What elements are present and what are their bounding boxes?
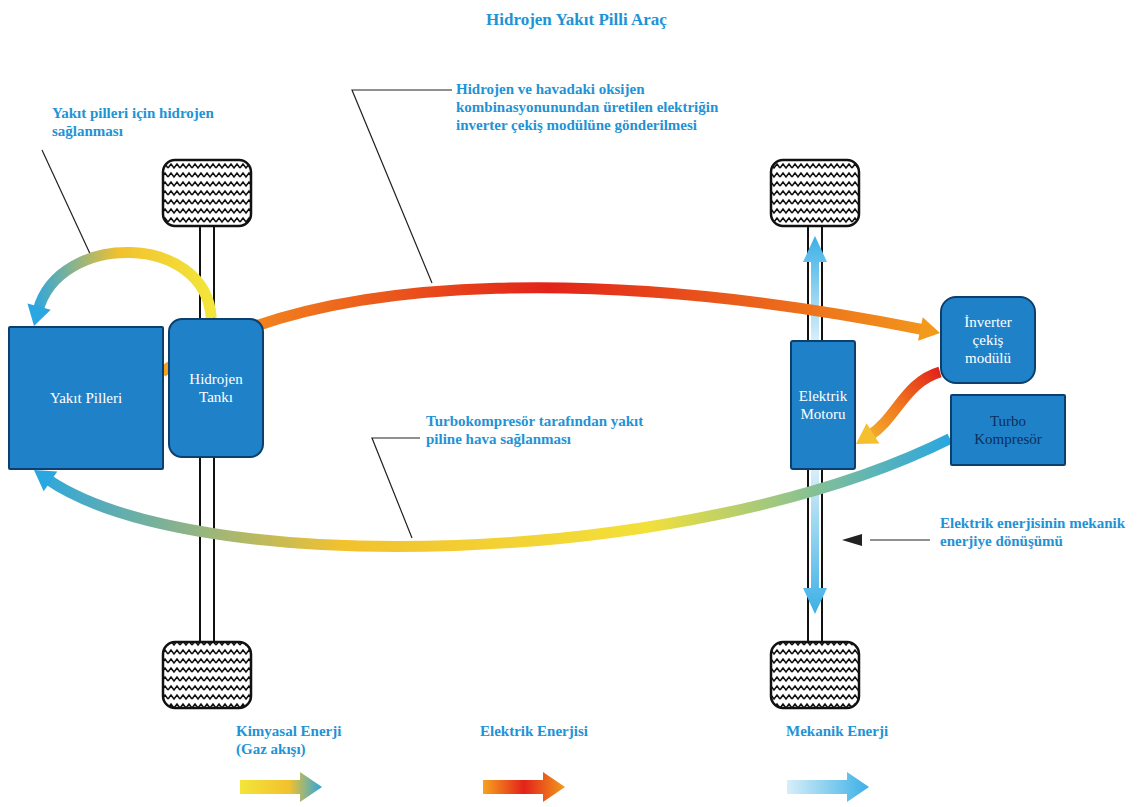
component-box: Turbo Kompresör (950, 394, 1066, 466)
box-label: Hidrojen Tankı (176, 370, 256, 406)
legend-label: Kimyasal Enerji (Gaz akışı) (236, 722, 366, 758)
component-box: Yakıt Pilleri (8, 326, 164, 470)
callout-label: Turbokompresör tarafından yakıt piline h… (426, 412, 656, 448)
legend-label: Elektrik Enerjisi (480, 722, 640, 740)
diagram-title: Hidrojen Yakıt Pilli Araç (486, 10, 667, 30)
component-box: Elektrik Motoru (790, 340, 856, 470)
energy-flow-arrow (27, 253, 211, 326)
box-label: Turbo Kompresör (958, 412, 1058, 448)
callout-label: Elektrik enerjisinin mekanik enerjiye dö… (940, 514, 1140, 550)
callout-label: Yakıt pilleri için hidrojen sağlanması (52, 104, 262, 140)
legend-label: Mekanik Enerji (786, 722, 946, 740)
callout-label: Hidrojen ve havadaki oksijen kombinasyon… (456, 80, 726, 134)
box-label: Elektrik Motoru (798, 387, 848, 423)
box-label: Yakıt Pilleri (50, 389, 122, 407)
box-label: İnverter çekiş modülü (948, 313, 1028, 367)
component-box: Hidrojen Tankı (168, 318, 264, 458)
energy-flow-arrow (856, 372, 940, 444)
component-box: İnverter çekiş modülü (940, 296, 1036, 384)
